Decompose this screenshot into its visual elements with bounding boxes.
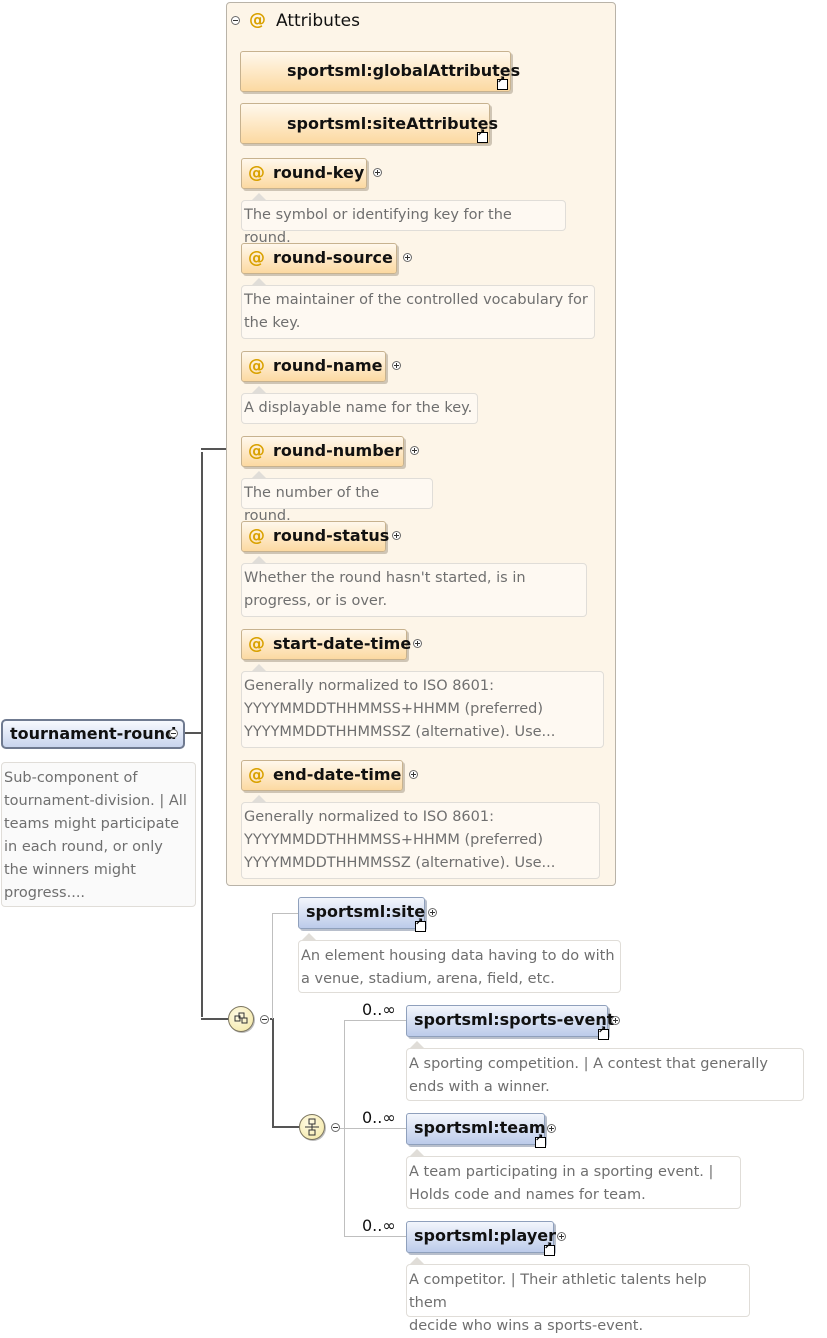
description-callout: [302, 933, 316, 940]
attribute-item-description: The symbol or identifying key for the ro…: [241, 200, 566, 246]
cardinality-label: 0..∞: [362, 1000, 396, 1019]
description-callout: [410, 1257, 424, 1264]
at-sign-icon: @: [248, 163, 265, 183]
description-callout: [252, 556, 266, 563]
connector-site: [272, 913, 299, 914]
attribute-item-description: The maintainer of the controlled vocabul…: [241, 285, 595, 339]
plus-circle-icon[interactable]: [557, 1232, 566, 1241]
attribute-item[interactable]: @ start-date-time: [241, 629, 411, 660]
cardinality-label: 0..∞: [362, 1108, 396, 1127]
at-sign-icon: @: [248, 248, 265, 268]
at-sign-icon: @: [248, 356, 265, 376]
at-sign-icon: @: [249, 10, 266, 30]
description-callout: [252, 664, 266, 671]
connector-to-choice: [272, 1126, 299, 1128]
connector-player: [344, 1236, 407, 1237]
connector-to-sequence: [201, 1018, 228, 1020]
reference-arrow-icon[interactable]: [415, 917, 426, 932]
element-sports-event[interactable]: sportsml:sports-event: [406, 1005, 614, 1037]
attribute-item[interactable]: @ round-source: [241, 243, 397, 274]
at-sign-icon: @: [248, 441, 265, 461]
connector-sports-event: [344, 1020, 407, 1021]
plus-circle-icon[interactable]: [410, 446, 419, 455]
element-site-description: An element housing data having to do wit…: [298, 940, 621, 993]
minus-circle-icon[interactable]: [331, 1123, 340, 1132]
reference-arrow-icon[interactable]: [535, 1133, 546, 1148]
plus-circle-icon[interactable]: [547, 1124, 556, 1133]
attribute-item[interactable]: @ round-key: [241, 158, 367, 189]
attribute-item[interactable]: @ round-number: [241, 436, 404, 467]
attribute-item-label: start-date-time: [273, 634, 412, 653]
element-team[interactable]: sportsml:team: [406, 1113, 546, 1145]
attribute-item-label: round-status: [273, 526, 390, 545]
at-sign-icon: @: [248, 526, 265, 546]
at-sign-icon: @: [248, 765, 265, 785]
attribute-item-description: Generally normalized to ISO 8601: YYYYMM…: [241, 671, 604, 748]
element-sports-event-label: sportsml:sports-event: [414, 1010, 615, 1029]
connector-team: [340, 1128, 407, 1129]
attribute-item-label: round-key: [273, 163, 365, 182]
attribute-item-description: Generally normalized to ISO 8601: YYYYMM…: [241, 802, 600, 879]
cardinality-label: 0..∞: [362, 1216, 396, 1235]
connector-trunk-top-curve: [201, 448, 227, 450]
element-team-label: sportsml:team: [414, 1118, 546, 1137]
plus-circle-icon[interactable]: [392, 361, 401, 370]
connector-trunk: [201, 452, 203, 1017]
attribute-group-site-label: sportsml:siteAttributes: [287, 114, 499, 133]
reference-arrow-icon[interactable]: [477, 128, 488, 143]
root-description: Sub-component of tournament-division. | …: [1, 762, 196, 907]
attribute-item-description: A displayable name for the key.: [241, 393, 478, 424]
plus-circle-icon[interactable]: [392, 531, 401, 540]
element-player-label: sportsml:player: [414, 1226, 556, 1245]
reference-arrow-icon[interactable]: [544, 1241, 555, 1256]
sequence-compositor-icon[interactable]: [228, 1006, 254, 1032]
reference-arrow-icon[interactable]: [598, 1025, 609, 1040]
root-element-box[interactable]: tournament-round: [1, 719, 186, 749]
description-callout: [252, 193, 266, 200]
attribute-group-site[interactable]: [240, 103, 490, 144]
description-callout: [252, 278, 266, 285]
attribute-item-label: round-name: [273, 356, 383, 375]
connector-seq-out: [270, 1018, 274, 1020]
element-player[interactable]: sportsml:player: [406, 1221, 556, 1253]
description-callout: [410, 1041, 424, 1048]
description-callout: [252, 386, 266, 393]
root-element-label: tournament-round: [10, 724, 177, 743]
description-callout: [410, 1149, 424, 1156]
plus-circle-icon[interactable]: [373, 168, 382, 177]
connector-site-vertical: [272, 913, 273, 1019]
attribute-group-global[interactable]: [240, 51, 511, 92]
attribute-group-global-label: sportsml:globalAttributes: [287, 61, 521, 80]
choice-compositor-icon[interactable]: [299, 1114, 325, 1140]
attribute-item[interactable]: @ round-name: [241, 351, 386, 382]
attribute-item-description: Whether the round hasn't started, is in …: [241, 563, 587, 617]
element-player-description: A competitor. | Their athletic talents h…: [406, 1264, 750, 1334]
at-sign-icon: @: [248, 634, 265, 654]
element-site[interactable]: sportsml:site: [298, 897, 425, 929]
connector-seq-to-choice: [272, 1020, 274, 1126]
attribute-item-label: end-date-time: [273, 765, 402, 784]
plus-circle-icon[interactable]: [413, 639, 422, 648]
plus-circle-icon[interactable]: [428, 908, 437, 917]
reference-arrow-icon[interactable]: [497, 75, 508, 90]
description-callout: [252, 471, 266, 478]
plus-circle-icon[interactable]: [403, 253, 412, 262]
attributes-header: Attributes: [276, 11, 360, 31]
element-site-label: sportsml:site: [306, 902, 426, 921]
connector-root-out: [178, 732, 202, 734]
element-sports-event-description: A sporting competition. | A contest that…: [406, 1048, 804, 1101]
plus-circle-icon[interactable]: [409, 770, 418, 779]
attribute-item[interactable]: @ round-status: [241, 521, 390, 552]
attribute-item-description: The number of the round.: [241, 478, 433, 524]
attribute-item[interactable]: @ end-date-time: [241, 760, 403, 791]
minus-circle-icon[interactable]: [231, 16, 240, 25]
description-callout: [252, 795, 266, 802]
plus-circle-icon[interactable]: [611, 1016, 620, 1025]
minus-circle-icon[interactable]: [169, 729, 178, 738]
element-team-description: A team participating in a sporting event…: [406, 1156, 741, 1209]
attribute-item-label: round-number: [273, 441, 403, 460]
attribute-item-label: round-source: [273, 248, 393, 267]
minus-circle-icon[interactable]: [260, 1015, 269, 1024]
